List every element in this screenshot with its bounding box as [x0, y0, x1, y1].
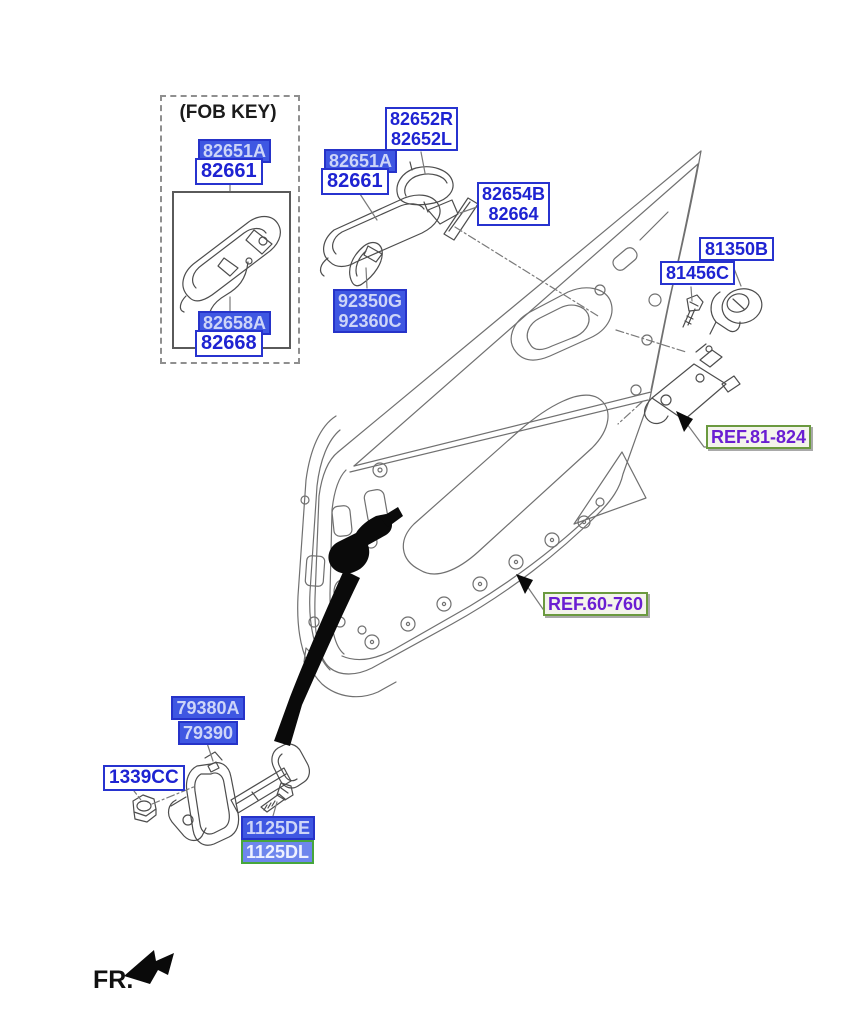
fob-key-handle	[179, 215, 281, 313]
fob-key-title: (FOB KEY)	[179, 102, 277, 123]
part-label-79380a[interactable]: 79380A	[171, 696, 245, 720]
part-label-82652r[interactable]: 82652R	[390, 109, 454, 129]
ref-arrowheads	[516, 411, 693, 594]
fr-direction-arrow	[124, 950, 174, 984]
door-checker	[167, 743, 310, 846]
check-strap-highlight	[274, 507, 403, 746]
part-label-82652l[interactable]: 82652L	[391, 129, 453, 149]
fr-direction-label: FR.	[93, 966, 134, 994]
part-label-82661-fob[interactable]: 82661	[195, 158, 263, 185]
part-label-82668[interactable]: 82668	[195, 330, 263, 357]
ref-label-81-824[interactable]: REF.81-824	[706, 425, 812, 449]
part-label-82652[interactable]: 82652R 82652L	[385, 107, 459, 151]
part-label-92360c[interactable]: 92360C	[338, 311, 402, 331]
part-label-92350[interactable]: 92350G 92360C	[333, 289, 408, 333]
part-label-81456c[interactable]: 81456C	[660, 261, 736, 285]
part-label-1339cc[interactable]: 1339CC	[103, 765, 185, 791]
handle-seal	[349, 241, 383, 287]
door-handle	[319, 194, 459, 277]
part-label-82654[interactable]: 82654B 82664	[477, 182, 551, 226]
door-panel	[314, 150, 702, 675]
part-label-81350b[interactable]: 81350B	[699, 237, 775, 261]
checker-nut	[132, 794, 157, 823]
lock-screw	[682, 294, 704, 328]
latch-assembly	[643, 343, 741, 425]
checker-bolt	[260, 782, 294, 813]
key-lock-set	[709, 288, 763, 335]
part-label-1125de[interactable]: 1125DE	[241, 816, 316, 840]
part-label-79380-group[interactable]: 79380A 79390	[168, 696, 248, 745]
part-label-82664[interactable]: 82664	[488, 204, 539, 224]
handle-cover	[396, 161, 454, 213]
fob-key-dashed-box	[160, 95, 300, 364]
sill-bolt-holes	[357, 497, 605, 650]
part-label-82654b[interactable]: 82654B	[482, 184, 546, 204]
part-label-79390[interactable]: 79390	[177, 721, 239, 745]
part-label-1125dl[interactable]: 1125DL	[241, 840, 315, 864]
part-label-92350g[interactable]: 92350G	[338, 291, 403, 311]
part-label-82661-main[interactable]: 82661	[321, 168, 389, 195]
ref-label-60-760[interactable]: REF.60-760	[543, 592, 649, 616]
